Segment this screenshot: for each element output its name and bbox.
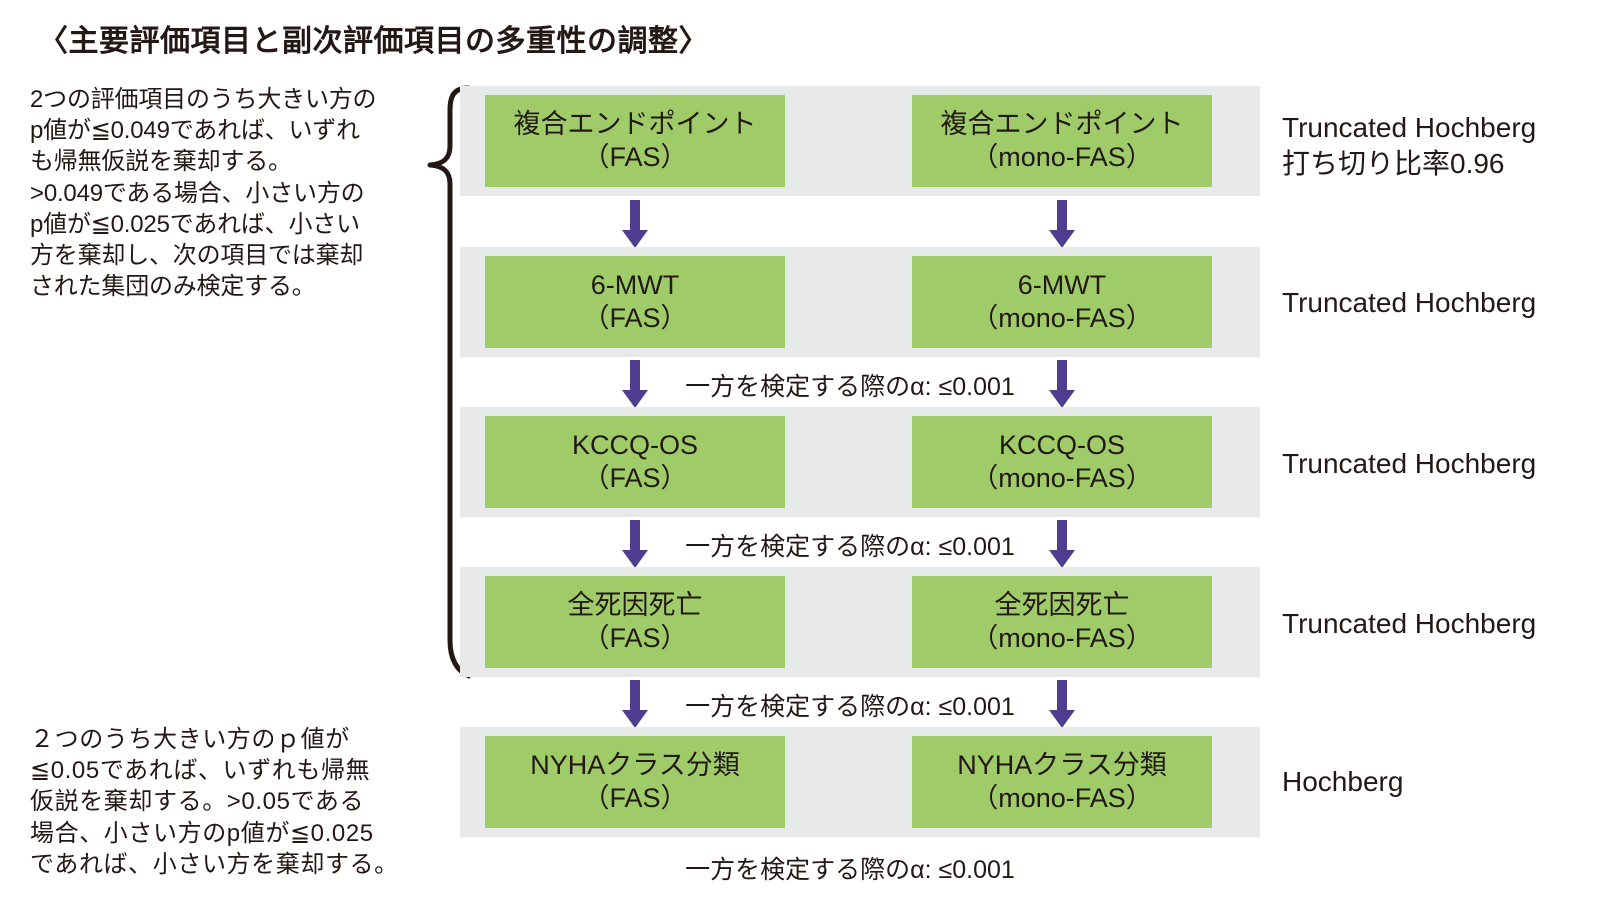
node-label-line1: 全死因死亡 [994, 590, 1130, 621]
node-label-line2: （mono-FAS） [971, 463, 1153, 493]
node-row4-left[interactable]: 全死因死亡 （FAS） [485, 576, 785, 668]
node-label-line2: （FAS） [582, 142, 688, 172]
node-label-line2: （FAS） [582, 783, 688, 813]
node-row4-right[interactable]: 全死因死亡 （mono-FAS） [912, 576, 1212, 668]
node-row5-left[interactable]: NYHAクラス分類 （FAS） [485, 736, 785, 828]
node-label-line2: （mono-FAS） [971, 623, 1153, 653]
node-row3-left[interactable]: KCCQ-OS （FAS） [485, 416, 785, 508]
node-label-line2: （mono-FAS） [971, 142, 1153, 172]
node-label-line2: （FAS） [582, 303, 688, 333]
note-top-primary-endpoint-rule: 2つの評価項目のうち大きい方の p値が≦0.049であれば、いずれ も帰無仮説を… [30, 86, 377, 301]
node-label-line1: KCCQ-OS [571, 430, 698, 461]
node-label-line1: NYHAクラス分類 [957, 750, 1167, 781]
node-label-line1: 6-MWT [590, 270, 680, 301]
arrow-down-icon [1049, 200, 1075, 248]
arrow-down-icon [622, 520, 648, 568]
method-label-row4: Truncated Hochberg [1282, 608, 1537, 639]
left-brace-icon [424, 84, 472, 684]
method-label-row3: Truncated Hochberg [1282, 448, 1537, 479]
node-label-line1: 複合エンドポイント [940, 109, 1184, 140]
note-bottom-secondary-endpoint-rule: ２つのうち大きい方のｐ値が ≦0.05であれば、いずれも帰無 仮説を棄却する。>… [30, 726, 399, 878]
arrow-down-icon [1049, 680, 1075, 728]
method-label-row2: Truncated Hochberg [1282, 287, 1537, 318]
alpha-annotation-row3-4: 一方を検定する際のα: ≤0.001 [685, 533, 1015, 561]
node-row3-right[interactable]: KCCQ-OS （mono-FAS） [912, 416, 1212, 508]
arrow-down-icon [622, 680, 648, 728]
node-row1-left[interactable]: 複合エンドポイント （FAS） [485, 95, 785, 187]
node-label-line1: NYHAクラス分類 [530, 750, 740, 781]
node-label-line1: 全死因死亡 [567, 590, 703, 621]
node-label-line2: （FAS） [582, 623, 688, 653]
alpha-annotation-row2-3: 一方を検定する際のα: ≤0.001 [685, 373, 1015, 401]
page-title: 〈主要評価項目と副次評価項目の多重性の調整〉 [38, 25, 709, 58]
node-label-line1: KCCQ-OS [998, 430, 1125, 461]
node-label-line2: （FAS） [582, 463, 688, 493]
node-label-line1: 複合エンドポイント [513, 109, 757, 140]
arrow-down-icon [1049, 520, 1075, 568]
node-row5-right[interactable]: NYHAクラス分類 （mono-FAS） [912, 736, 1212, 828]
node-label-line2: （mono-FAS） [971, 303, 1153, 333]
node-label-line1: 6-MWT [1017, 270, 1107, 301]
method-label-row5: Hochberg [1282, 766, 1404, 797]
arrow-down-icon [1049, 360, 1075, 408]
alpha-annotation-row4-5: 一方を検定する際のα: ≤0.001 [685, 693, 1015, 721]
alpha-annotation-footer: 一方を検定する際のα: ≤0.001 [685, 856, 1015, 884]
node-row2-right[interactable]: 6-MWT （mono-FAS） [912, 256, 1212, 348]
node-label-line2: （mono-FAS） [971, 783, 1153, 813]
arrow-down-icon [622, 200, 648, 248]
node-row1-right[interactable]: 複合エンドポイント （mono-FAS） [912, 95, 1212, 187]
arrow-down-icon [622, 360, 648, 408]
method-label-row1: Truncated Hochberg 打ち切り比率0.96 [1282, 112, 1537, 179]
node-row2-left[interactable]: 6-MWT （FAS） [485, 256, 785, 348]
